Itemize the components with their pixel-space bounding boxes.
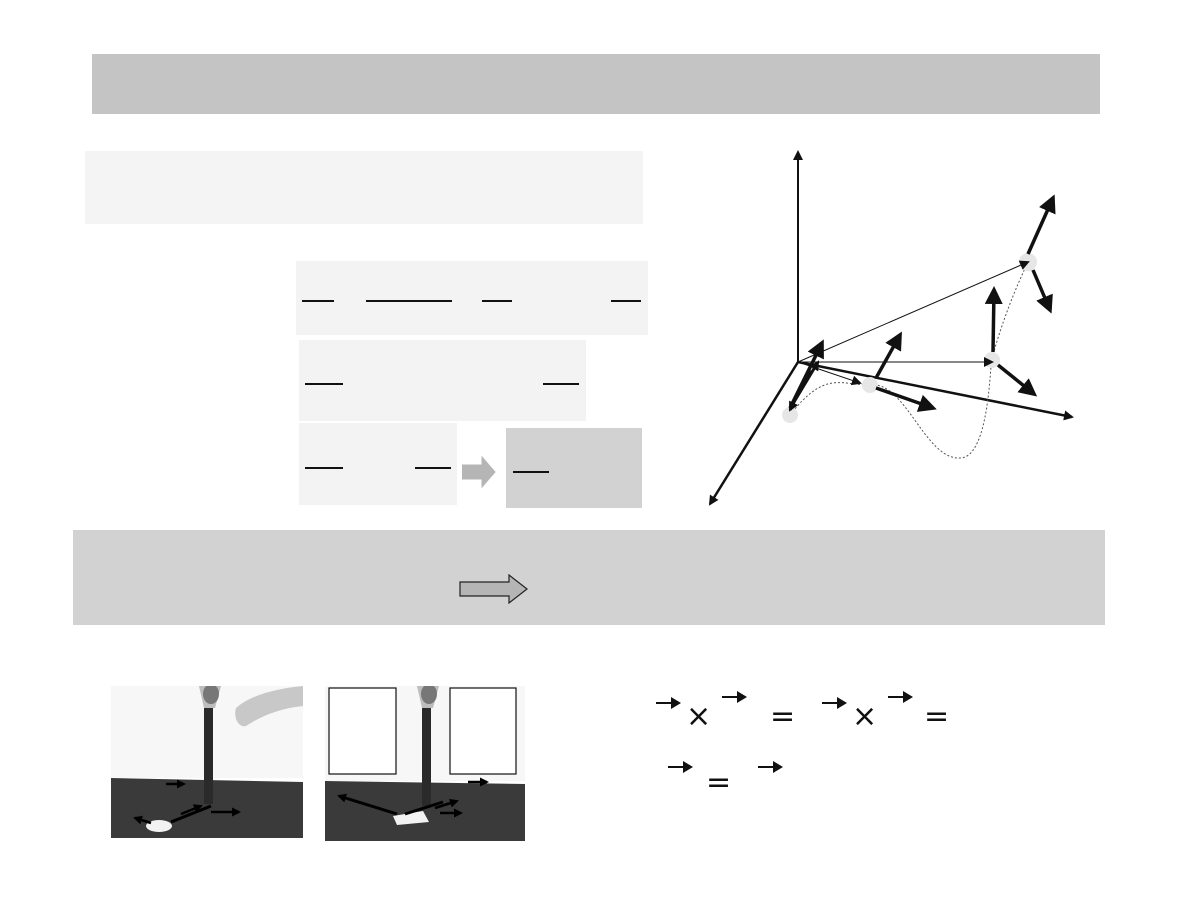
fraction-bar xyxy=(305,467,343,469)
right-block-arrow-icon xyxy=(462,456,496,488)
vector-arrow-icon xyxy=(656,697,681,709)
equals-operator: = xyxy=(706,765,732,800)
vector-arrow-icon xyxy=(758,761,783,773)
vector-equations: × = × = = xyxy=(650,690,970,800)
vector-arrow-icon xyxy=(668,761,693,773)
fraction-bar xyxy=(611,300,641,302)
equation-box-1 xyxy=(296,261,648,335)
cross-operator: × xyxy=(686,699,712,734)
title-bar xyxy=(92,54,1100,114)
equals-operator: = xyxy=(770,699,796,734)
vector-arrow-icon xyxy=(722,691,747,703)
fraction-bar xyxy=(543,383,579,385)
vector-arrow-icon xyxy=(888,691,913,703)
statement-band xyxy=(73,530,1105,625)
right-block-arrow-icon xyxy=(459,574,529,604)
vector-diagram xyxy=(690,140,1090,515)
equation-box-3 xyxy=(299,423,457,505)
equation-box-2 xyxy=(299,340,586,421)
result-box xyxy=(506,428,642,508)
equals-operator: = xyxy=(924,699,950,734)
fraction-bar xyxy=(302,300,334,302)
fraction-bar xyxy=(482,300,512,302)
intro-text-box xyxy=(85,151,643,224)
cross-operator: × xyxy=(852,699,878,734)
fraction-bar xyxy=(415,467,451,469)
experiment-photo-left xyxy=(111,686,303,838)
fraction-bar xyxy=(366,300,452,302)
vector-arrow-icon xyxy=(822,697,847,709)
fraction-bar xyxy=(513,471,549,473)
fraction-bar xyxy=(305,383,343,385)
experiment-photo-right xyxy=(325,686,525,841)
